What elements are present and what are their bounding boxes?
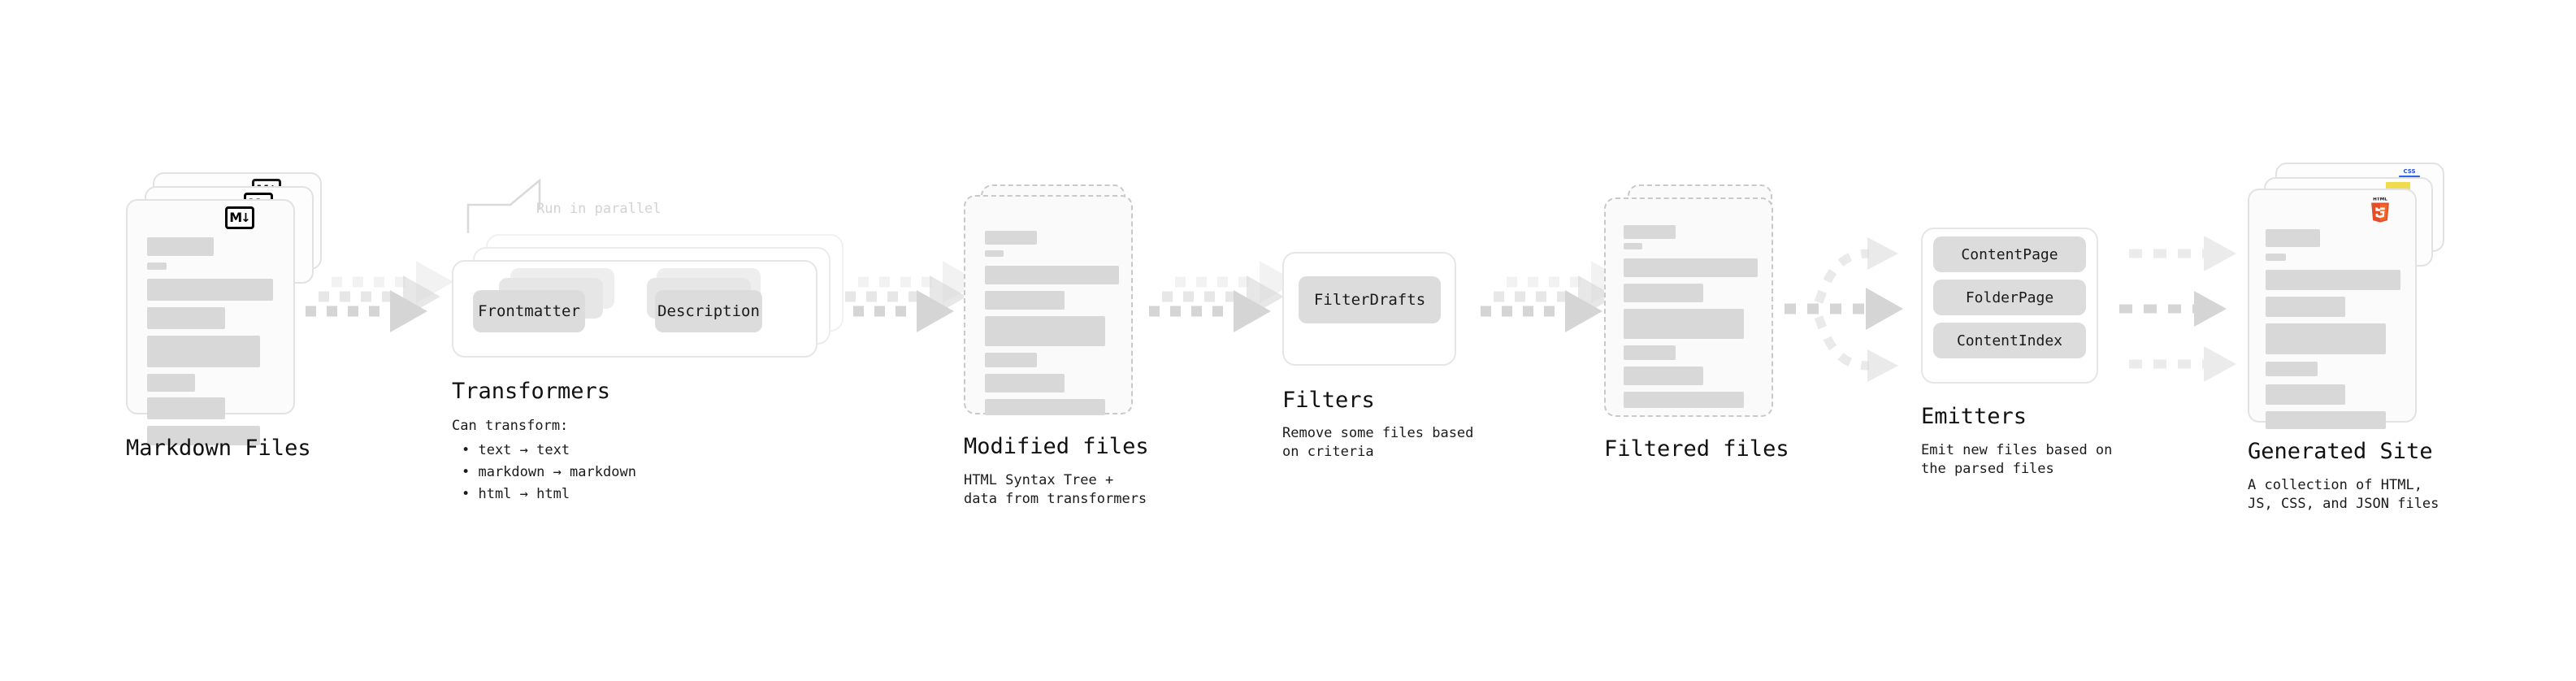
run-in-parallel-leader [466, 178, 541, 233]
filter-chip-label: FilterDrafts [1313, 291, 1426, 309]
connector-filtered-to-emitters [1785, 237, 1903, 382]
emitter-chip-label: FolderPage [1965, 288, 2054, 306]
connector-md-to-transformers [306, 261, 453, 332]
filtered-card-front [1604, 197, 1773, 417]
filter-chip-filterdrafts[interactable]: FilterDrafts [1299, 276, 1441, 323]
emitters-title: Emitters [1921, 404, 2027, 429]
filters-subtitle: Remove some files based on criteria [1282, 425, 1474, 460]
emitter-chip-label: ContentPage [1961, 245, 2058, 263]
html5-badge: HTML [2368, 197, 2392, 225]
transformers-bullet-0: • text → text [462, 442, 570, 458]
markdown-files-title: Markdown Files [126, 436, 311, 461]
skeleton-line [985, 316, 1105, 346]
skeleton-title [2266, 229, 2320, 247]
filtered-files-title: Filtered files [1604, 436, 1789, 462]
transformer-chip-description[interactable]: Description [655, 290, 762, 332]
skeleton-line [2266, 411, 2386, 429]
modified-card-front [964, 195, 1133, 415]
markdown-badge-front: M↓ [225, 206, 254, 229]
transformers-title: Transformers [452, 379, 611, 404]
skeleton-line [2266, 384, 2345, 405]
skeleton-subtitle [1624, 243, 1642, 249]
skeleton-line [985, 266, 1119, 284]
skeleton-line [147, 397, 225, 419]
transformer-chip-label: Frontmatter [478, 302, 580, 320]
html5-icon: HTML [2371, 197, 2389, 223]
modified-files-subtitle: HTML Syntax Tree + data from transformer… [964, 472, 1147, 507]
emitter-chip-label: ContentIndex [1956, 332, 2063, 349]
css-badge-bar [2399, 176, 2420, 178]
skeleton-line [985, 291, 1065, 310]
site-card-front [2248, 189, 2417, 429]
skeleton-subtitle [147, 262, 167, 270]
skeleton-subtitle [2266, 254, 2286, 261]
skeleton-line [147, 307, 225, 329]
emitter-chip-folderpage[interactable]: FolderPage [1933, 280, 2086, 315]
transformer-chip-frontmatter[interactable]: Frontmatter [473, 290, 585, 332]
skeleton-line [1624, 392, 1744, 408]
skeleton-line [2266, 323, 2386, 354]
emitter-chip-contentindex[interactable]: ContentIndex [1933, 323, 2086, 358]
skeleton-line [147, 336, 260, 367]
filters-title: Filters [1282, 388, 1375, 413]
generated-site-title: Generated Site [2248, 439, 2433, 464]
transformers-bullet-1: • markdown → markdown [462, 464, 636, 480]
skeleton-line [147, 374, 195, 392]
skeleton-title [985, 231, 1037, 245]
skeleton-line [1624, 284, 1703, 302]
skeleton-line [2266, 362, 2318, 376]
skeleton-line [1624, 309, 1744, 339]
connector-transformers-to-modified [832, 261, 980, 332]
skeleton-line [2266, 297, 2345, 317]
markdown-card-front [126, 199, 295, 445]
skeleton-line [1624, 345, 1676, 360]
css-badge: CSS [2398, 169, 2421, 180]
connector-emitters-to-site [2119, 236, 2236, 382]
modified-files-title: Modified files [964, 434, 1149, 459]
emitters-subtitle: Emit new files based on the parsed files [1921, 442, 2113, 477]
skeleton-line [2266, 270, 2400, 290]
svg-text:HTML: HTML [2373, 197, 2387, 202]
skeleton-line [985, 374, 1065, 393]
generated-site-subtitle: A collection of HTML, JS, CSS, and JSON … [2248, 477, 2439, 512]
connector-modified-to-filters [1149, 261, 1297, 332]
markdown-badge-arrow: ↓ [241, 210, 251, 225]
skeleton-subtitle [985, 250, 1004, 257]
skeleton-title [147, 237, 214, 256]
skeleton-title [1624, 225, 1676, 239]
transformers-subtitle: Can transform: [452, 418, 569, 434]
skeleton-line [1624, 367, 1703, 385]
skeleton-line [147, 279, 273, 301]
skeleton-line [985, 353, 1037, 367]
markdown-badge-letter: M [229, 210, 242, 225]
run-in-parallel-note: Run in parallel [536, 201, 661, 217]
skeleton-line [1624, 258, 1758, 277]
skeleton-line [147, 426, 260, 445]
skeleton-line [985, 399, 1105, 415]
transformers-bullet-2: • html → html [462, 486, 570, 502]
css-badge-label: CSS [2403, 168, 2416, 175]
emitter-chip-contentpage[interactable]: ContentPage [1933, 236, 2086, 272]
transformer-chip-label: Description [657, 302, 760, 320]
